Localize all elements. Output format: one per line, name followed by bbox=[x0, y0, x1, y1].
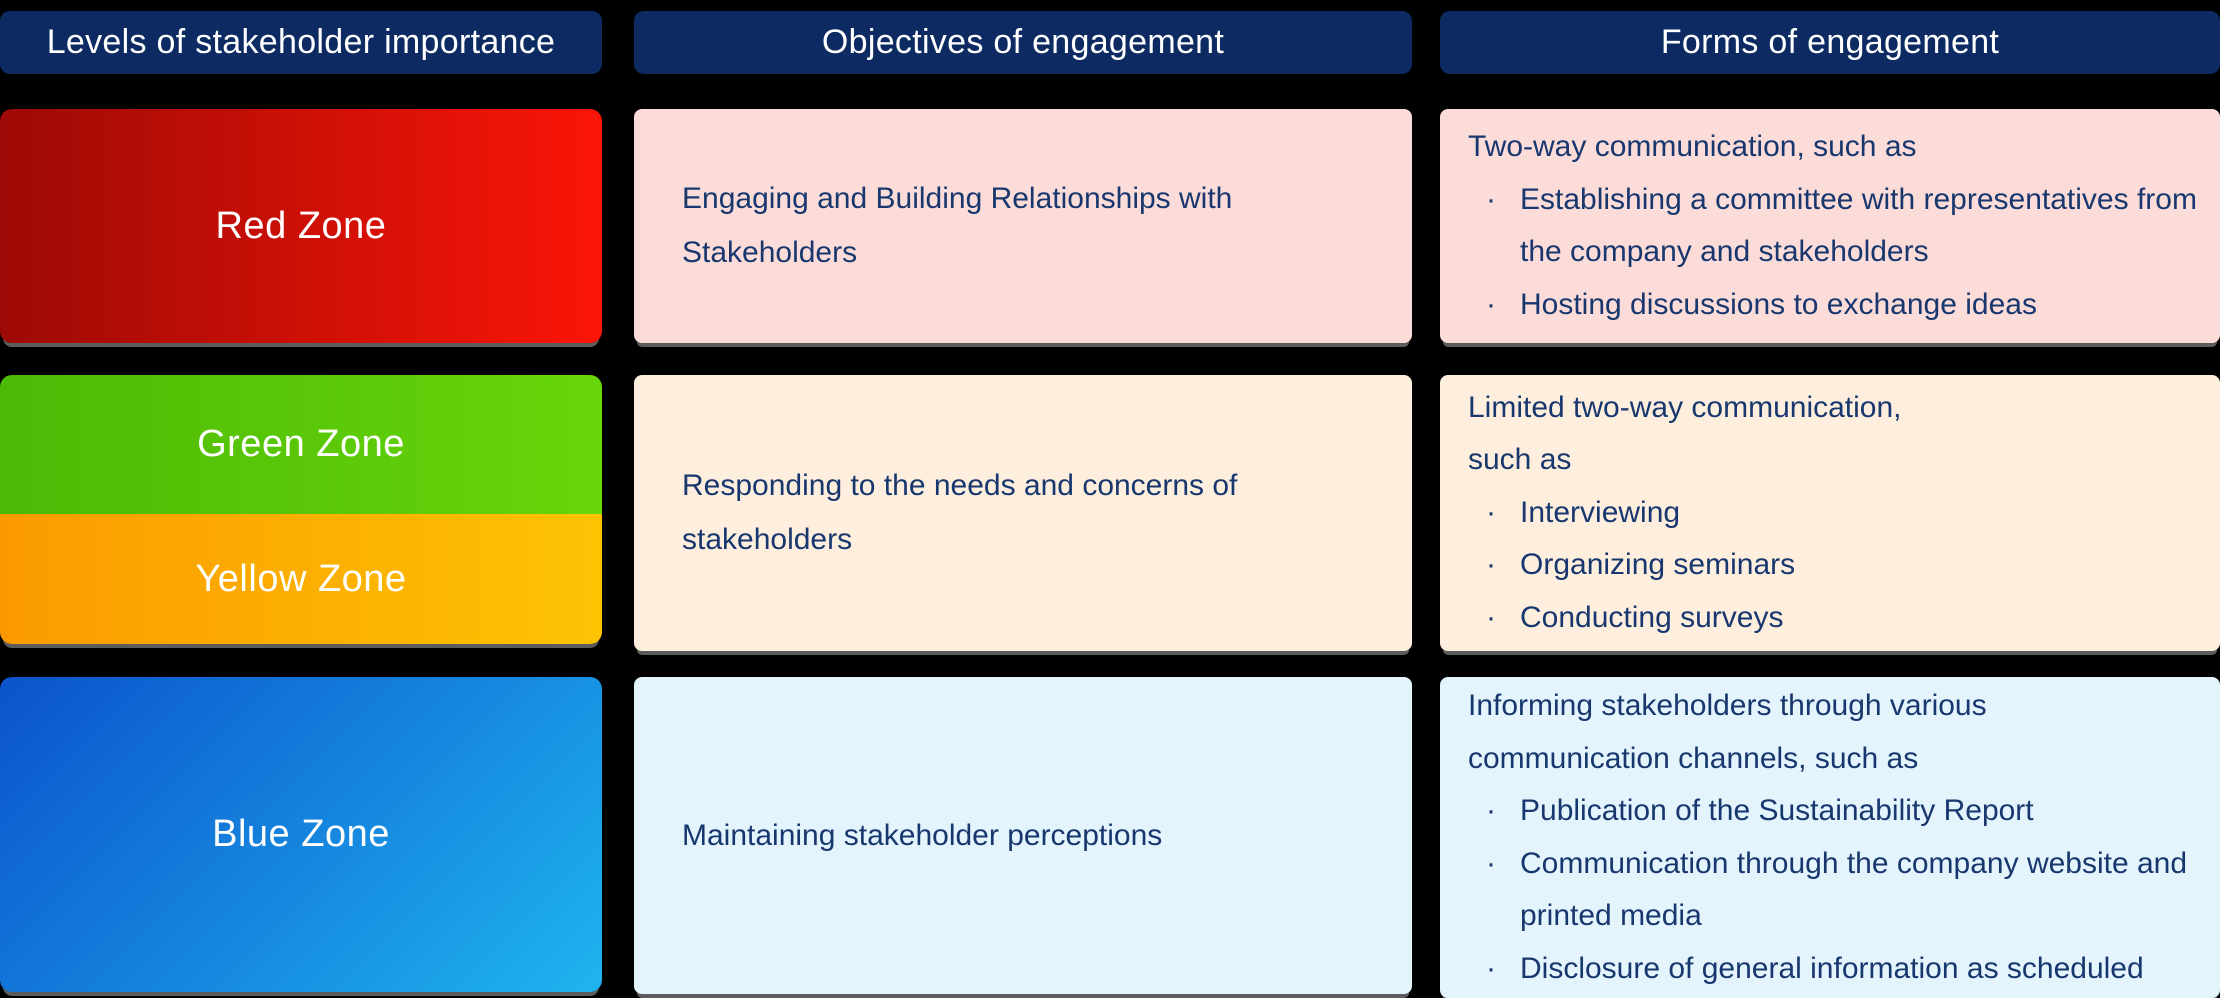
bullet-dot: · bbox=[1486, 794, 1496, 827]
objective-text-blue: Maintaining stakeholder perceptions bbox=[682, 818, 1163, 852]
forms-bullet-text: Disclosure of general information as sch… bbox=[1520, 951, 2144, 985]
objective-cell-blue: Maintaining stakeholder perceptions bbox=[634, 677, 1412, 994]
forms-bullet-item: · Interviewing bbox=[1468, 487, 2214, 540]
forms-bullet-item: · Communication through the company webs… bbox=[1468, 838, 2214, 943]
column-header-forms: Forms of engagement bbox=[1440, 11, 2220, 74]
zone-card-yellow: Yellow Zone bbox=[0, 514, 602, 644]
zone-card-green: Green Zone bbox=[0, 375, 602, 514]
bullet-dot: · bbox=[1486, 182, 1496, 216]
zone-card-blue: Blue Zone bbox=[0, 677, 602, 992]
forms-bullet-item: · Conducting surveys bbox=[1468, 592, 2214, 645]
forms-intro-line: Limited two-way communication, bbox=[1468, 390, 1902, 424]
bullet-dot: · bbox=[1486, 495, 1496, 529]
column-header-forms-label: Forms of engagement bbox=[1660, 23, 2000, 61]
forms-bullet-text: Publication of the Sustainability Report bbox=[1520, 794, 2034, 827]
forms-intro-line: communication channels, such as bbox=[1468, 741, 1919, 775]
forms-bullet-item: · Organizing seminars bbox=[1468, 539, 2214, 592]
objective-cell-red: Engaging and Building Relationships with… bbox=[634, 109, 1412, 343]
forms-intro-line: Two-way communication, such as bbox=[1468, 130, 1917, 163]
forms-bullet-text: Hosting discussions to exchange ideas bbox=[1520, 287, 2037, 321]
zone-label-green: Green Zone bbox=[197, 423, 405, 465]
bullet-dot: · bbox=[1486, 548, 1496, 582]
forms-cell-red: Two-way communication, such as · Establi… bbox=[1440, 109, 2220, 343]
column-header-importance: Levels of stakeholder importance bbox=[0, 11, 602, 74]
forms-intro-line: Informing stakeholders through various bbox=[1468, 689, 1987, 722]
zone-label-red: Red Zone bbox=[215, 204, 387, 247]
column-header-objectives: Objectives of engagement bbox=[634, 11, 1412, 74]
zone-card-green-yellow: Green Zone Yellow Zone bbox=[0, 375, 602, 644]
forms-bullet-item: · Hosting discussions to exchange ideas bbox=[1468, 279, 2214, 332]
column-header-objectives-label: Objectives of engagement bbox=[821, 23, 1225, 61]
forms-intro-line: such as bbox=[1468, 443, 1572, 477]
bullet-dot: · bbox=[1486, 846, 1496, 880]
forms-bullet-item: · Publication of the Sustainability Repo… bbox=[1468, 785, 2214, 838]
forms-bullet-item: · Disclosure of general information as s… bbox=[1468, 943, 2214, 996]
forms-bullet-item: · Establishing a committee with represen… bbox=[1468, 174, 2214, 279]
objective-text-green-yellow: Responding to the needs and concerns of … bbox=[682, 469, 1238, 556]
objective-text-red: Engaging and Building Relationships with… bbox=[682, 182, 1233, 269]
zone-label-blue: Blue Zone bbox=[212, 813, 390, 855]
zone-label-yellow: Yellow Zone bbox=[195, 557, 407, 600]
forms-bullet-text: Conducting surveys bbox=[1520, 600, 1784, 634]
forms-bullet-text: Establishing a committee with representa… bbox=[1520, 182, 2197, 269]
objective-cell-green-yellow: Responding to the needs and concerns of … bbox=[634, 375, 1412, 651]
bullet-dot: · bbox=[1486, 951, 1496, 985]
forms-cell-blue: Informing stakeholders through various c… bbox=[1440, 677, 2220, 998]
forms-bullet-text: Interviewing bbox=[1520, 495, 1681, 529]
bullet-dot: · bbox=[1486, 600, 1496, 634]
forms-cell-green-yellow: Limited two-way communication, such as ·… bbox=[1440, 375, 2220, 651]
forms-bullet-text: Organizing seminars bbox=[1520, 548, 1796, 582]
column-header-importance-label: Levels of stakeholder importance bbox=[46, 23, 556, 61]
forms-bullet-text: Communication through the company websit… bbox=[1520, 846, 2188, 933]
zone-card-red: Red Zone bbox=[0, 109, 602, 343]
bullet-dot: · bbox=[1486, 287, 1496, 321]
